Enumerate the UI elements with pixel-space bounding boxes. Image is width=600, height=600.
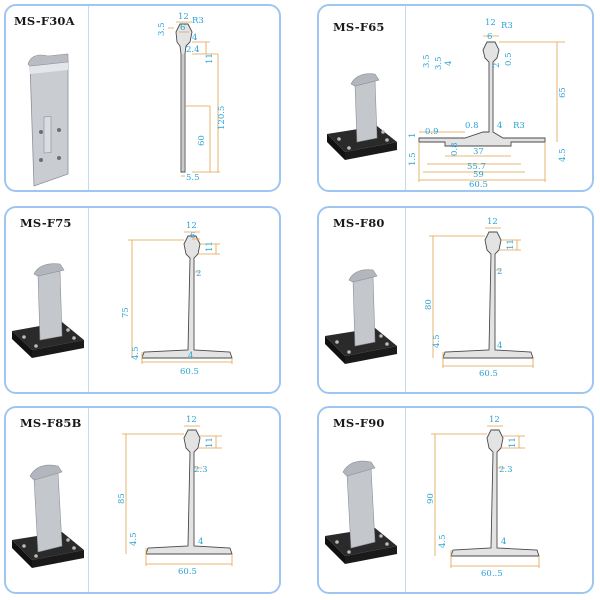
product-title: MS-F30A <box>14 14 75 28</box>
dim-label: 3.5 <box>422 54 432 68</box>
dim-label: 1.5 <box>408 152 418 166</box>
dim-label: 120.5 <box>217 106 227 130</box>
product-card-ms-f75: MS-F75 12 6 11 2 75 4.5 4 60.5 <box>4 206 281 394</box>
dim-label: 3.5 <box>157 22 167 36</box>
product-photo-clip <box>325 269 397 364</box>
product-card-ms-f30a: MS-F30A 12 6 R3 3.5 4 2.4 11 120.5 60 <box>4 4 281 192</box>
dim-label: 11 <box>205 241 215 252</box>
dim-label: 5.5 <box>186 173 200 183</box>
dim-label: 2 <box>492 63 502 68</box>
dim-label: 80 <box>424 299 434 310</box>
dim-label: 4.5 <box>432 334 442 348</box>
dim-label: 4.5 <box>558 148 568 162</box>
profile-drawing: 12 6 R3 3.5 4 2.4 11 120.5 60 5.5 <box>157 12 227 183</box>
dim-label: 1 <box>408 133 418 138</box>
product-photo-clip <box>27 53 69 187</box>
dim-label: 4 <box>188 351 193 361</box>
dim-label: 2 <box>196 269 201 279</box>
dim-label: 12 <box>186 221 197 231</box>
profile-drawing: 12 11 2.3 90 4.5 4 60..5 <box>426 415 540 579</box>
dim-label: 90 <box>426 493 436 504</box>
dim-label: 37 <box>473 147 484 157</box>
profile-drawing: 12 11 2.3 85 4.5 4 60.5 <box>117 415 233 577</box>
card-divider <box>88 6 89 190</box>
product-title: MS-F65 <box>333 20 385 34</box>
dim-label: 12 <box>178 12 189 22</box>
dim-label: 12 <box>186 415 197 425</box>
card-divider <box>88 408 89 592</box>
dim-label: 4.5 <box>438 534 448 548</box>
dim-label: 4 <box>444 61 454 66</box>
dim-label: 2.3 <box>194 465 208 475</box>
profile-drawing: 12 6 11 2 75 4.5 4 60.5 <box>121 221 233 377</box>
card-divider <box>405 408 406 592</box>
dim-label: 6 <box>180 23 185 33</box>
dim-label: 4 <box>497 121 502 131</box>
dim-label: 11 <box>508 437 518 448</box>
profile-drawing: 12 11 2 80 4.5 4 60.5 <box>424 217 534 379</box>
dim-label: 6 <box>487 32 492 42</box>
dim-label: 0.5 <box>504 52 514 66</box>
dim-label: 11 <box>205 53 215 64</box>
product-photo-clip <box>12 464 84 568</box>
dim-label: 11 <box>205 437 215 448</box>
dim-label: 12 <box>487 217 498 227</box>
dim-label: 12 <box>489 415 500 425</box>
dim-label: 2.3 <box>499 465 513 475</box>
dim-label: 4 <box>198 537 203 547</box>
dim-label: R3 <box>513 121 525 131</box>
dim-label: 4 <box>497 341 502 351</box>
product-title: MS-F80 <box>333 216 385 230</box>
dim-label: 4 <box>501 537 506 547</box>
dim-label: 65 <box>558 87 568 98</box>
dim-label: 3.5 <box>434 56 444 70</box>
product-card-ms-f90: MS-F90 12 11 2.3 90 4.5 4 60..5 <box>317 406 594 594</box>
dim-label: 4.5 <box>131 346 141 360</box>
product-card-ms-f65: MS-F65 12 6 R3 3.5 3.5 4 2 0.5 65 1 0.9 … <box>317 4 594 192</box>
dim-label: 4.5 <box>129 532 139 546</box>
card-divider <box>405 6 406 190</box>
dim-label: 85 <box>117 493 127 504</box>
profile-drawing: 12 6 R3 3.5 3.5 4 2 0.5 65 1 0.9 0.8 4 R… <box>408 18 568 190</box>
card-divider <box>88 208 89 392</box>
dim-label: 4 <box>192 33 197 43</box>
dim-label: 11 <box>506 239 516 250</box>
dim-label: 60.5 <box>479 369 498 379</box>
dim-label: 60..5 <box>481 569 503 579</box>
dim-label: 60.5 <box>469 180 488 190</box>
dim-label: 2.4 <box>186 45 200 55</box>
dim-label: 55.7 <box>467 162 486 172</box>
dim-label: 60.5 <box>180 367 199 377</box>
dim-label: 0.8 <box>450 142 460 156</box>
dim-label: 2 <box>497 267 502 277</box>
dim-label: 59 <box>473 170 484 180</box>
card-divider <box>405 208 406 392</box>
dim-label: 12 <box>485 18 496 28</box>
product-photo-clip <box>327 73 397 160</box>
product-card-ms-f80: MS-F80 12 11 2 80 4.5 4 60.5 <box>317 206 594 394</box>
dim-label: 0.8 <box>465 121 479 131</box>
dim-label: R3 <box>501 21 513 31</box>
product-card-ms-f85b: MS-F85B 12 11 2.3 85 4.5 4 60.5 <box>4 406 281 594</box>
product-title: MS-F75 <box>20 216 72 230</box>
dim-label: 6 <box>190 231 195 241</box>
dim-label: 60 <box>197 135 207 146</box>
dim-label: 0.9 <box>425 127 439 137</box>
dim-label: 60.5 <box>178 567 197 577</box>
product-title: MS-F85B <box>20 416 82 430</box>
product-photo-clip <box>12 263 84 358</box>
dim-label: R3 <box>192 16 204 26</box>
product-title: MS-F90 <box>333 416 385 430</box>
product-photo-clip <box>325 460 397 564</box>
dim-label: 75 <box>121 307 131 318</box>
